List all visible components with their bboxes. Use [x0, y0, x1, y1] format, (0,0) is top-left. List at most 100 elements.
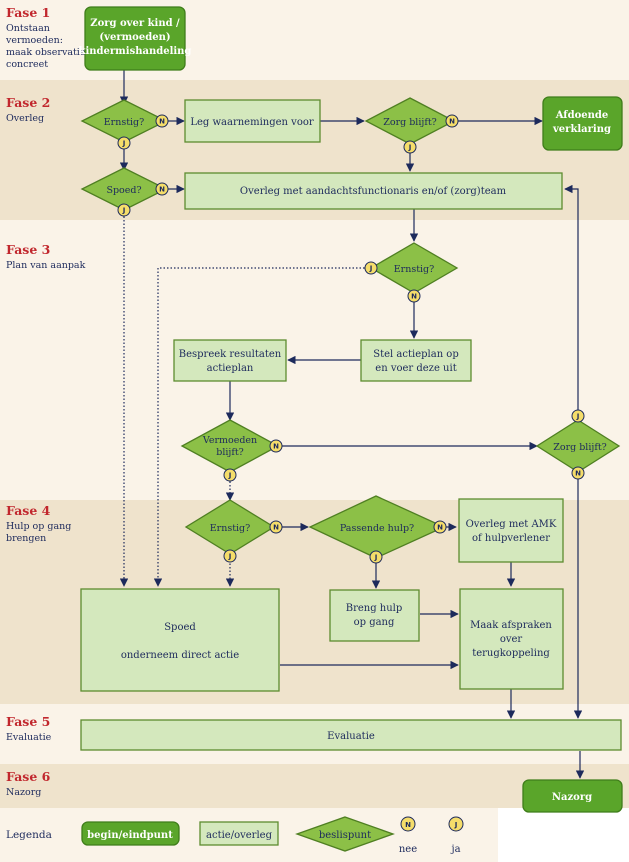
- phase-6-title: Fase 6: [6, 769, 51, 784]
- phase-5-title: Fase 5: [6, 714, 50, 729]
- arrow-ernstig-2-to-spoedbox: [153, 267, 368, 587]
- legend-begin-eind-label: begin/eindpunt: [87, 830, 173, 841]
- badge-yes-zorg-1: J: [403, 140, 417, 154]
- legend: Legenda begin/eindpunt actie/overleg bes…: [6, 816, 464, 855]
- legend-ja-label: ja: [450, 844, 460, 855]
- svg-text:N: N: [437, 524, 443, 532]
- svg-text:J: J: [122, 140, 126, 148]
- badge-yes-ernstig-1: J: [117, 136, 131, 150]
- overleg-amk-line-2: of hulpverlener: [472, 533, 550, 544]
- svg-text:J: J: [228, 472, 232, 480]
- bespreek-line-2: actieplan: [207, 363, 254, 374]
- svg-text:J: J: [374, 554, 378, 562]
- decision-passende-hulp-label: Passende hulp?: [340, 523, 414, 534]
- svg-text:N: N: [159, 186, 165, 194]
- maak-afspraken-line-3: terugkoppeling: [472, 648, 550, 659]
- decision-spoed-label: Spoed?: [106, 185, 141, 196]
- phase-labels: Fase 1 Ontstaan vermoeden: maak observat…: [5, 5, 90, 798]
- decision-ernstig-2-label: Ernstig?: [394, 264, 435, 275]
- badge-no-spoed: N: [155, 182, 169, 196]
- legend-nee-label: nee: [399, 844, 417, 855]
- evaluatie-box: [80, 719, 622, 751]
- badge-no-zorg-2: N: [571, 466, 585, 480]
- breng-hulp-line-2: op gang: [354, 617, 395, 628]
- evaluatie-label: Evaluatie: [327, 731, 375, 742]
- phase-4-line-2: brengen: [6, 533, 46, 544]
- badge-no-ernstig-1: N: [155, 114, 169, 128]
- badge-yes-ernstig-3: J: [223, 549, 237, 563]
- maak-afspraken-line-2: over: [500, 634, 523, 645]
- phase-4-line-1: Hulp op gang: [6, 521, 71, 532]
- spoed-actie-box: [80, 588, 280, 692]
- phase-1-line-4: concreet: [6, 59, 48, 70]
- legend-ja-badge-letter: J: [454, 821, 458, 829]
- maak-afspraken-box: [459, 588, 564, 690]
- breng-hulp-line-1: Breng hulp: [346, 603, 403, 614]
- bespreek-resultaten-box: [173, 339, 287, 382]
- maak-afspraken-line-1: Maak afspraken: [470, 620, 552, 631]
- svg-text:N: N: [449, 118, 455, 126]
- decision-ernstig-3-label: Ernstig?: [210, 523, 251, 534]
- phase-1-line-2: vermoeden:: [5, 35, 63, 46]
- legend-title: Legenda: [6, 829, 52, 841]
- decision-zorg-blijft-1-label: Zorg blijft?: [383, 117, 437, 128]
- decision-badges: N J N J N J J N N J J N N J N J: [117, 114, 585, 564]
- badge-no-ernstig-2: N: [407, 289, 421, 303]
- svg-text:N: N: [273, 443, 279, 451]
- phase-2-title: Fase 2: [6, 95, 50, 110]
- phase-3-line-1: Plan van aanpak: [6, 260, 86, 271]
- svg-text:J: J: [576, 413, 580, 421]
- badge-yes-spoed: J: [117, 203, 131, 217]
- afdoende-line-2: verklaring: [552, 124, 611, 135]
- phase-4-title: Fase 4: [6, 503, 51, 518]
- decision-ernstig-1-label: Ernstig?: [104, 117, 145, 128]
- svg-text:N: N: [411, 293, 417, 301]
- nazorg-label: Nazorg: [552, 792, 592, 803]
- badge-yes-vermoeden: J: [223, 468, 237, 482]
- leg-waarnemingen-box: [184, 99, 321, 143]
- overleg-functionaris-box: [184, 172, 563, 210]
- legend-nee-badge-letter: N: [405, 821, 411, 829]
- overleg-amk-box: [458, 498, 564, 563]
- stel-actieplan-line-2: en voer deze uit: [375, 363, 456, 374]
- breng-hulp-box: [329, 589, 420, 642]
- stel-actieplan-line-1: Stel actieplan op: [373, 349, 458, 360]
- phase-5-line-1: Evaluatie: [6, 732, 52, 743]
- legend-nee-badge: [400, 816, 416, 832]
- bespreek-line-1: Bespreek resultaten: [179, 349, 282, 360]
- connectors: [119, 70, 585, 779]
- stel-actieplan-box: [360, 339, 472, 382]
- start-node-line-2: (vermoeden): [99, 32, 170, 43]
- phase-3-title: Fase 3: [6, 242, 50, 257]
- badge-yes-passende: J: [369, 550, 383, 564]
- decision-vermoeden-line-2: blijft?: [216, 447, 244, 458]
- badge-no-passende: N: [433, 520, 447, 534]
- afdoende-verklaring-node: [542, 96, 623, 151]
- svg-text:N: N: [575, 470, 581, 478]
- phase-1-line-3: maak observaties: [6, 47, 90, 58]
- phase-1-title: Fase 1: [6, 5, 50, 20]
- legend-actie-swatch: [199, 821, 279, 846]
- phase-6-line-1: Nazorg: [6, 787, 41, 798]
- badge-yes-zorg-2: J: [571, 409, 585, 423]
- nazorg-node: [522, 779, 623, 813]
- legend-beslispunt-swatch: [295, 816, 395, 852]
- start-node: [84, 6, 186, 71]
- svg-text:N: N: [159, 118, 165, 126]
- legend-beslispunt-label: beslispunt: [319, 830, 371, 841]
- spoed-box-line-1: Spoed: [164, 622, 196, 633]
- legend-ja-badge: [448, 816, 464, 832]
- phase-1-line-1: Ontstaan: [6, 23, 50, 34]
- badge-no-vermoeden: N: [269, 439, 283, 453]
- svg-text:J: J: [122, 207, 126, 215]
- legend-begin-eind-swatch: [81, 821, 180, 846]
- legend-actie-label: actie/overleg: [206, 830, 273, 841]
- overleg-functionaris-label: Overleg met aandachtsfunctionaris en/of …: [240, 186, 507, 197]
- badge-no-ernstig-3: N: [269, 520, 283, 534]
- afdoende-line-1: Afdoende: [555, 110, 609, 121]
- arrow-zorg-2-back-to-overleg: [564, 184, 579, 420]
- leg-waarnemingen-label: Leg waarnemingen voor: [190, 117, 314, 128]
- start-node-line-1: Zorg over kind /: [90, 18, 180, 29]
- svg-text:J: J: [408, 144, 412, 152]
